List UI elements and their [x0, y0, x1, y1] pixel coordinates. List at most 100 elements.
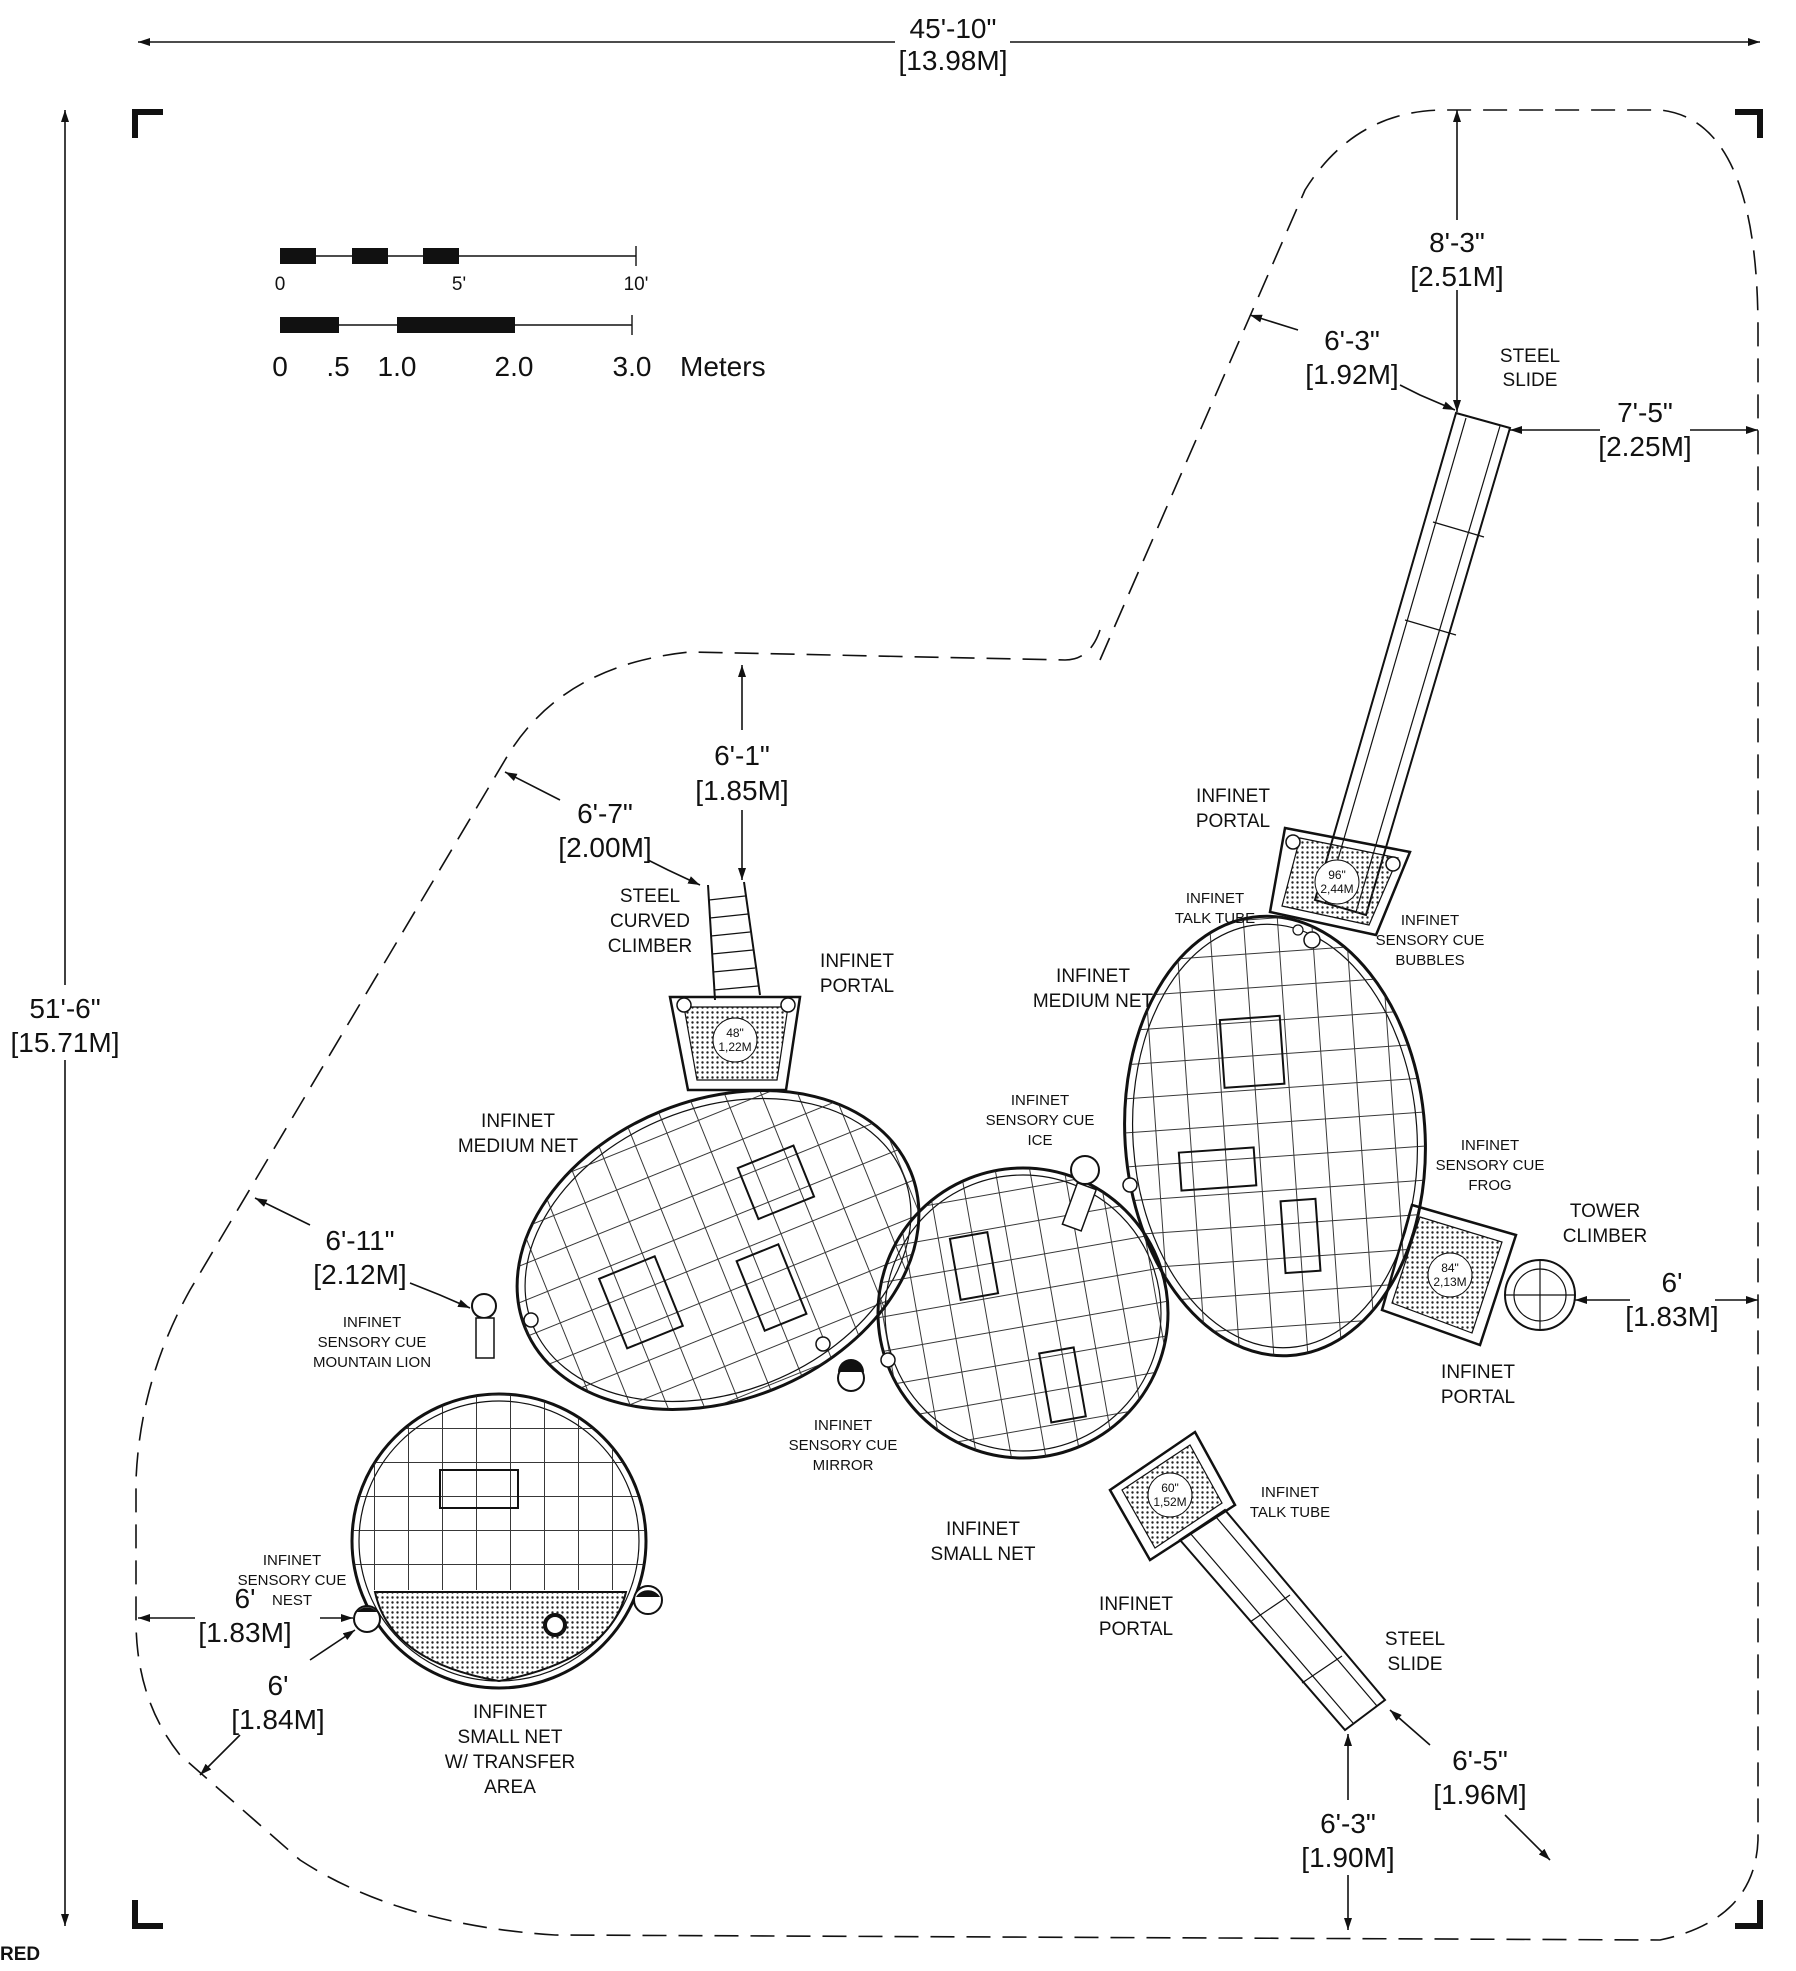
label-portal-top-1: INFINET: [1196, 786, 1270, 807]
label-transfer-net-4: AREA: [484, 1777, 536, 1798]
scale-m-05: .5: [326, 351, 349, 382]
dim-nest-left-m: [1.83M]: [198, 1617, 291, 1648]
portal-right-in: 84": [1441, 1261, 1459, 1275]
label-cue-frog-1: INFINET: [1461, 1137, 1519, 1154]
sensory-cue-bubbles: [1292, 924, 1321, 949]
overall-width-ft: 45'-10": [910, 13, 997, 44]
tower-climber: [1504, 1259, 1576, 1331]
dim-climber-left-m: [2.00M]: [558, 832, 651, 863]
scale-m-1: 1.0: [378, 351, 417, 382]
infinet-small-net: [876, 1166, 1170, 1460]
portal-right-m: 2,13M: [1433, 1275, 1466, 1289]
label-talk-tube-bottom-2: TALK TUBE: [1250, 1504, 1330, 1521]
label-small-net-2: SMALL NET: [931, 1544, 1036, 1565]
dim-slide-right-ft: 7'-5": [1617, 397, 1673, 428]
dim-slide-left-m: [1.92M]: [1305, 359, 1398, 390]
dim-climber-top-ft: 6'-1": [714, 740, 770, 771]
overall-width-m: [13.98M]: [899, 45, 1008, 76]
scale-ft-5: 5': [452, 274, 466, 295]
use-zone-boundary: [135, 109, 1759, 1941]
label-transfer-net-1: INFINET: [473, 1702, 547, 1723]
label-talk-tube-top-1: INFINET: [1186, 890, 1244, 907]
dim-climber-top-m: [1.85M]: [695, 775, 788, 806]
dim-slide-top-ft: 8'-3": [1429, 227, 1485, 258]
dim-left-diag-ft: 6'-11": [325, 1225, 394, 1256]
label-transfer-net-2: SMALL NET: [458, 1727, 563, 1748]
dim-left-diag-m: [2.12M]: [313, 1259, 406, 1290]
label-cue-mirror-3: MIRROR: [813, 1457, 874, 1474]
label-steel-slide-top-2: SLIDE: [1503, 370, 1558, 391]
label-steel-slide-bottom-1: STEEL: [1385, 1629, 1445, 1650]
sensory-cue-mirror: [815, 1336, 896, 1392]
label-portal-right-2: PORTAL: [1441, 1387, 1515, 1408]
dim-slide2-bottom-m: [1.90M]: [1301, 1842, 1394, 1873]
infinet-portal-left: 48" 1,22M: [668, 995, 802, 1092]
label-portal-top-2: PORTAL: [1196, 811, 1270, 832]
infinet-small-net-transfer: [350, 1392, 648, 1690]
scale-ft-10: 10': [624, 274, 649, 295]
portal-left-in: 48": [726, 1026, 744, 1040]
dim-tower-right-m: [1.83M]: [1625, 1301, 1718, 1332]
scale-bar: 0 5' 10' 0 .5 1.0 2.0 3.0 Meters: [272, 246, 766, 382]
label-medium-net-left-1: INFINET: [481, 1111, 555, 1132]
scale-m-2: 2.0: [495, 351, 534, 382]
label-transfer-net-3: W/ TRANSFER: [445, 1752, 576, 1773]
label-curved-climber-1: STEEL: [620, 886, 680, 907]
portal-top-m: 2,44M: [1320, 882, 1353, 896]
dim-nest-diag-m: [1.84M]: [231, 1704, 324, 1735]
label-cue-ice-1: INFINET: [1011, 1092, 1069, 1109]
dim-climber-top-clear: 6'-1" [1.85M]: [695, 665, 789, 880]
sensory-cue-mountain-lion: [471, 1293, 539, 1359]
dim-slide2-diag-clear: 6'-5" [1.96M]: [1389, 1709, 1551, 1861]
label-cue-ice-2: SENSORY CUE: [986, 1112, 1095, 1129]
infinet-portal-right: 84" 2,13M: [1380, 1203, 1518, 1347]
dim-nest-diag-ft: 6': [268, 1670, 289, 1701]
scale-m-0: 0: [272, 351, 288, 382]
label-cue-lion-2: SENSORY CUE: [318, 1334, 427, 1351]
dim-slide-top-clear: 8'-3" [2.51M]: [1410, 110, 1504, 412]
dim-slide-left-clear: 6'-3" [1.92M]: [1249, 314, 1456, 411]
infinet-medium-net-right: [1110, 906, 1440, 1366]
dim-slide-right-m: [2.25M]: [1598, 431, 1691, 462]
dim-nest-left-ft: 6': [235, 1583, 256, 1614]
dim-slide-top-m: [2.51M]: [1410, 261, 1503, 292]
label-tower-climber-1: TOWER: [1570, 1201, 1640, 1222]
label-small-net-1: INFINET: [946, 1519, 1020, 1540]
label-medium-net-right-2: MEDIUM NET: [1033, 991, 1154, 1012]
label-cue-ice-3: ICE: [1027, 1132, 1052, 1149]
label-cue-nest-3: NEST: [272, 1592, 312, 1609]
portal-top-in: 96": [1328, 868, 1346, 882]
infinet-portal-bottom: 60" 1,52M: [1108, 1430, 1237, 1562]
label-portal-right-1: INFINET: [1441, 1362, 1515, 1383]
dim-climber-left-ft: 6'-7": [577, 798, 633, 829]
overall-height-ft: 51'-6": [29, 993, 100, 1024]
steel-slide-bottom: [1178, 1508, 1387, 1732]
label-portal-bottom-1: INFINET: [1099, 1594, 1173, 1615]
dim-nest-diag-clear: 6' [1.84M]: [199, 1629, 356, 1776]
scale-ft-0: 0: [275, 274, 286, 295]
label-steel-slide-bottom-2: SLIDE: [1388, 1654, 1443, 1675]
sensory-cue-nest: [353, 1585, 663, 1633]
dim-nest-left-clear: 6' [1.83M]: [138, 1583, 353, 1648]
label-cue-bubbles-2: SENSORY CUE: [1376, 932, 1485, 949]
label-cue-mirror-1: INFINET: [814, 1417, 872, 1434]
label-talk-tube-bottom-1: INFINET: [1261, 1484, 1319, 1501]
label-cue-nest-2: SENSORY CUE: [238, 1572, 347, 1589]
label-curved-climber-2: CURVED: [610, 911, 690, 932]
label-medium-net-left-2: MEDIUM NET: [458, 1136, 579, 1157]
labels: STEEL SLIDE INFINET PORTAL INFINET TALK …: [238, 346, 1648, 1798]
label-portal-bottom-2: PORTAL: [1099, 1619, 1173, 1640]
dim-climber-left-clear: 6'-7" [2.00M]: [504, 771, 701, 886]
dim-left-diag-clear: 6'-11" [2.12M]: [254, 1197, 471, 1309]
label-tower-climber-2: CLIMBER: [1563, 1226, 1647, 1247]
corner-fragment-text: RED: [0, 1944, 40, 1965]
label-cue-bubbles-3: BUBBLES: [1395, 952, 1464, 969]
overall-height-dimension: 51'-6" [15.71M]: [11, 110, 120, 1926]
steel-curved-climber: [707, 881, 761, 1001]
infinet-portal-top: 96" 2,44M: [1268, 826, 1412, 937]
dim-slide2-bottom-ft: 6'-3": [1320, 1808, 1376, 1839]
dim-slide-left-ft: 6'-3": [1324, 325, 1380, 356]
overall-width-dimension: 45'-10" [13.98M]: [138, 13, 1760, 76]
overall-height-m: [15.71M]: [11, 1027, 120, 1058]
